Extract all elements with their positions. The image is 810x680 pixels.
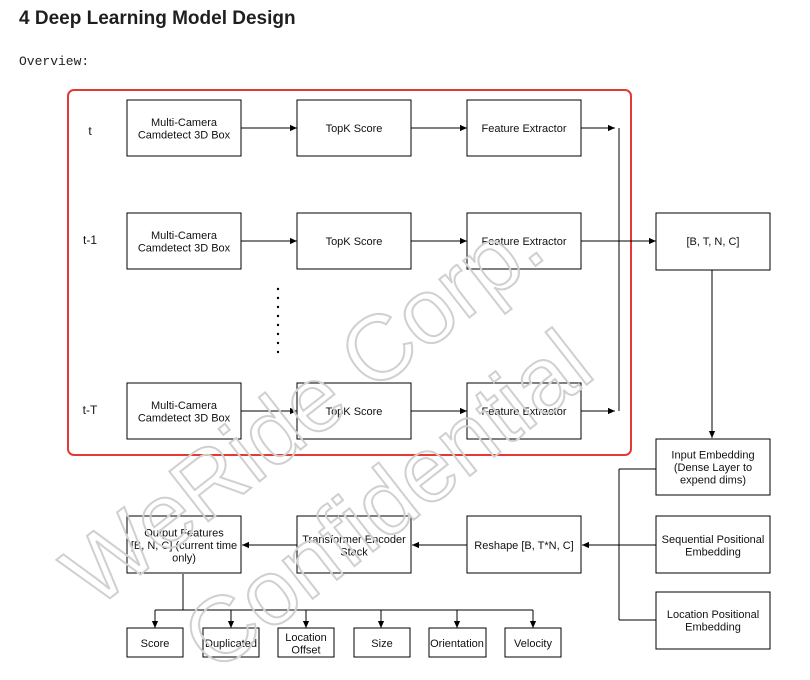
node-output-size: Size xyxy=(353,627,411,658)
node-label-line: Stack xyxy=(340,546,368,558)
node-label-line: Input Embedding xyxy=(671,450,754,462)
node-btnc: [B, T, N, C] xyxy=(655,212,771,271)
node-output-score: Score xyxy=(126,627,184,658)
diagram-edges xyxy=(151,124,716,628)
node-label-line: Multi-Camera xyxy=(151,400,218,412)
node-label-line: Orientation xyxy=(430,638,484,650)
time-label-t-T: t-T xyxy=(83,403,98,417)
svg-text:Feature Extractor: Feature Extractor xyxy=(482,406,567,418)
node-label-line: Camdetect 3D Box xyxy=(138,129,231,141)
node-output-orientation: Orientation xyxy=(428,627,487,658)
node-reshape: Reshape [B, T*N, C] xyxy=(466,515,582,574)
node-label-line: Location xyxy=(285,632,327,644)
node-label-line: Size xyxy=(371,638,392,650)
svg-text:Reshape [B, T*N, C]: Reshape [B, T*N, C] xyxy=(474,540,573,552)
node-feature-extractor-t: Feature Extractor xyxy=(466,99,582,157)
svg-text:TopK Score: TopK Score xyxy=(326,236,383,248)
svg-text:[B, T, N, C]: [B, T, N, C] xyxy=(687,236,740,248)
node-output-duplicated: Duplicated xyxy=(202,627,260,658)
node-label-line: Sequential Positional xyxy=(662,534,765,546)
section-title: 4 Deep Learning Model Design xyxy=(19,8,296,29)
highlight-frame xyxy=(67,89,632,456)
node-label-line: Output Features xyxy=(144,528,224,540)
node-label-line: expend dims) xyxy=(680,475,746,487)
time-label-t-1: t-1 xyxy=(83,233,97,247)
node-topk-score-t-1: TopK Score xyxy=(296,212,412,270)
node-label-line: Score xyxy=(141,638,170,650)
node-topk-score-t: TopK Score xyxy=(296,99,412,157)
node-topk-score-t-T: TopK Score xyxy=(296,382,412,440)
node-feature-extractor-t-T: Feature Extractor xyxy=(466,382,582,440)
svg-text:Feature Extractor: Feature Extractor xyxy=(482,123,567,135)
node-label-line: Feature Extractor xyxy=(482,123,567,135)
node-output-velocity: Velocity xyxy=(504,627,562,658)
svg-text:Duplicated: Duplicated xyxy=(205,638,257,650)
node-label-line: Duplicated xyxy=(205,638,257,650)
node-label-line: Multi-Camera xyxy=(151,117,218,129)
node-label-line: Transformer Encoder xyxy=(302,534,406,546)
svg-text:Feature Extractor: Feature Extractor xyxy=(482,236,567,248)
node-label-line: TopK Score xyxy=(326,406,383,418)
node-label-line: Camdetect 3D Box xyxy=(138,412,231,424)
ellipsis-dots xyxy=(276,287,280,354)
overview-label: Overview: xyxy=(19,54,90,69)
node-label-line: Location Positional xyxy=(667,609,759,621)
node-label-line: [B, T, N, C] xyxy=(687,236,740,248)
node-label-line: Reshape [B, T*N, C] xyxy=(474,540,573,552)
svg-text:TopK Score: TopK Score xyxy=(326,406,383,418)
time-label-t: t xyxy=(88,124,92,138)
node-label-line: TopK Score xyxy=(326,236,383,248)
svg-text:Output Features[B, N, C] (curr: Output Features[B, N, C] (current timeon… xyxy=(131,528,237,565)
node-label-line: only) xyxy=(172,553,196,565)
node-label-line: Velocity xyxy=(514,638,552,650)
node-label-line: TopK Score xyxy=(326,123,383,135)
node-feature-extractor-t-1: Feature Extractor xyxy=(466,212,582,270)
node-label-line: Camdetect 3D Box xyxy=(138,242,231,254)
node-label-line: Feature Extractor xyxy=(482,406,567,418)
node-label-line: Offset xyxy=(291,644,320,656)
svg-text:Velocity: Velocity xyxy=(514,638,552,650)
node-label-line: Feature Extractor xyxy=(482,236,567,248)
svg-text:Score: Score xyxy=(141,638,170,650)
svg-text:TopK Score: TopK Score xyxy=(326,123,383,135)
node-label-line: (Dense Layer to xyxy=(674,462,752,474)
svg-text:Orientation: Orientation xyxy=(430,638,484,650)
node-label-line: [B, N, C] (current time xyxy=(131,540,237,552)
node-label-line: Embedding xyxy=(685,621,741,633)
node-label-line: Multi-Camera xyxy=(151,230,218,242)
svg-text:Size: Size xyxy=(371,638,392,650)
node-label-line: Embedding xyxy=(685,546,741,558)
